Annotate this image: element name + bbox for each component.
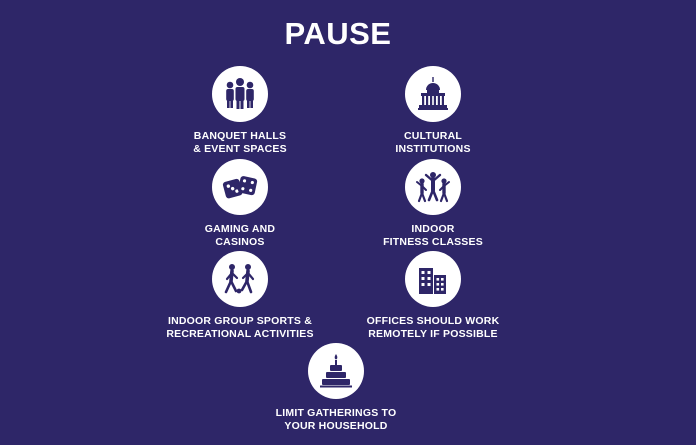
- birthday-cake-icon: [308, 343, 364, 399]
- sports-players-icon: [212, 251, 268, 307]
- pause-item-group-sports: INDOOR GROUP SPORTS & RECREATIONAL ACTIV…: [120, 251, 360, 341]
- pause-item-gaming-casinos: GAMING AND CASINOS: [120, 159, 360, 249]
- pause-item-fitness-classes: INDOOR FITNESS CLASSES: [313, 159, 553, 249]
- item-label: GAMING AND CASINOS: [204, 223, 276, 248]
- group-people-icon: [212, 66, 268, 122]
- fitness-people-icon: [405, 159, 461, 215]
- pause-item-banquet-halls: BANQUET HALLS & EVENT SPACES: [120, 66, 360, 156]
- dice-icon: [212, 159, 268, 215]
- item-label: INDOOR GROUP SPORTS & RECREATIONAL ACTIV…: [166, 315, 314, 340]
- pause-item-offices: OFFICES SHOULD WORK REMOTELY IF POSSIBLE: [313, 251, 553, 341]
- item-label: CULTURAL INSTITUTIONS: [395, 130, 471, 155]
- pause-item-limit-gatherings: LIMIT GATHERINGS TO YOUR HOUSEHOLD: [216, 343, 456, 433]
- item-label: LIMIT GATHERINGS TO YOUR HOUSEHOLD: [275, 407, 397, 432]
- item-label: INDOOR FITNESS CLASSES: [383, 223, 483, 248]
- item-label: OFFICES SHOULD WORK REMOTELY IF POSSIBLE: [366, 315, 500, 340]
- office-buildings-icon: [405, 251, 461, 307]
- pause-item-cultural-institutions: CULTURAL INSTITUTIONS: [313, 66, 553, 156]
- page-title: PAUSE: [284, 16, 392, 51]
- item-label: BANQUET HALLS & EVENT SPACES: [193, 130, 287, 155]
- capitol-building-icon: [405, 66, 461, 122]
